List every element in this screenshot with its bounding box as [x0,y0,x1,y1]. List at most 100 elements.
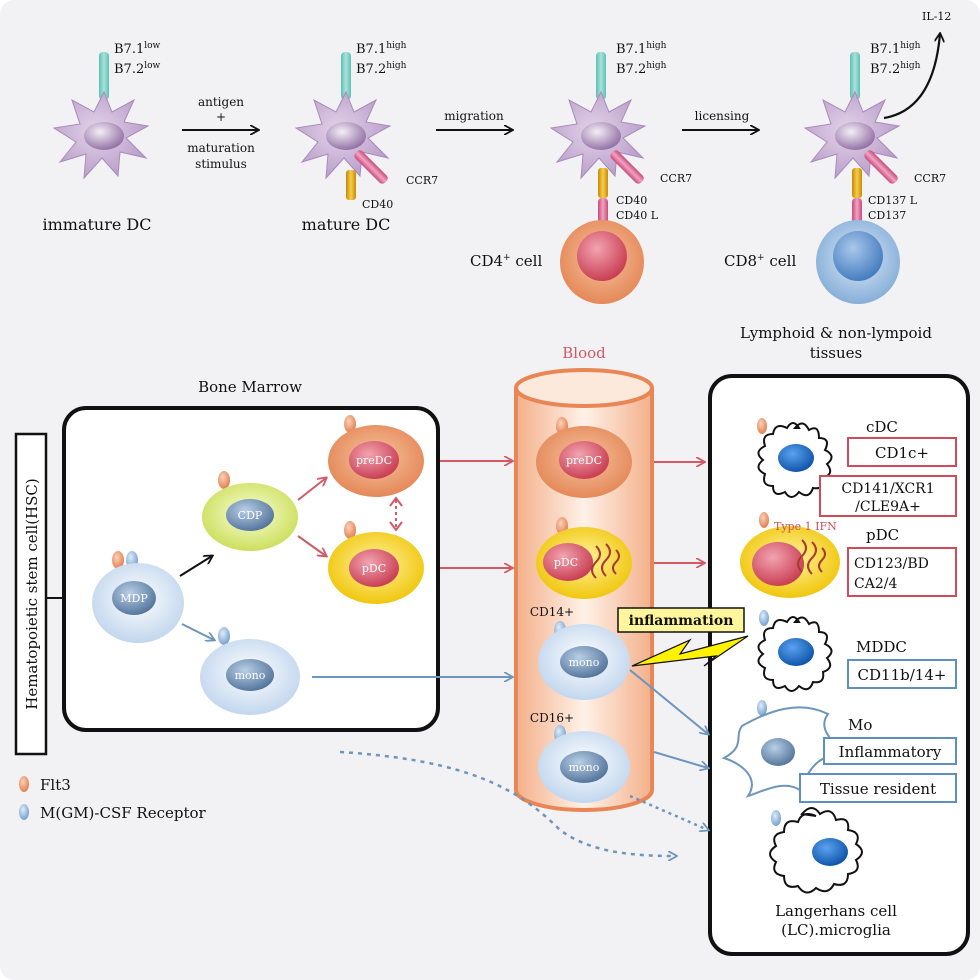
b7-receptor-icon [850,52,860,100]
arrow-maturation: antigen + maturation stimulus [182,95,258,171]
vessel-opening [514,368,654,408]
svg-text:CD8+ cell: CD8+ cell [724,252,796,270]
pdc-label: pDC [362,562,386,575]
cd137l-receptor-icon [852,168,862,198]
hsc-box: Hematopoietic stem cell(HSC) [14,432,48,756]
csf-receptor-icon [771,810,781,826]
ccr7-receptor-icon [610,150,644,184]
pdc-title: pDC [866,526,899,544]
csf-receptor-icon [759,610,769,626]
flt3-legend-icon [19,776,29,792]
cd11b-box [847,659,957,689]
predc-label: preDC [356,454,392,467]
cdp-label: CDP [238,509,263,522]
nucleus-icon [778,638,814,666]
nucleus-icon [543,543,593,581]
nucleus-icon [833,231,883,281]
nucleus-icon [812,838,848,866]
lightning-icon [631,635,749,667]
cd123-label: CD123/BD [854,556,929,572]
nucleus-icon [326,122,366,150]
cd1c-box [847,437,957,467]
cd141-label: /CLE9A+ [855,499,921,515]
il12-arrow-icon [883,34,940,120]
nucleus-icon [226,499,274,531]
cd137-label: CD137 [868,209,906,222]
nucleus-icon [778,444,814,472]
cd40l-label: CD40 L [616,209,659,222]
flt3-receptor-icon [344,415,356,433]
b71-label: B7.1 [870,42,900,57]
ccr7-receptor-icon [354,150,388,184]
arrow-label: stimulus [195,157,247,171]
hsc-frame [14,432,48,756]
mono-cell: mono [200,627,300,715]
tissue-mddc: MDDC CD11b/14+ [757,610,957,692]
arrow-icon [629,794,708,830]
ccr7-label: CCR7 [406,174,438,187]
cd123-label: CA2/4 [854,576,897,592]
blood-label: Blood [562,344,606,362]
svg-text:B7.1high: B7.1high [616,41,667,57]
b7-receptor-icon [99,52,109,100]
svg-text:B7.1high: B7.1high [356,41,407,57]
arrow-icon [297,478,326,501]
b72-label: B7.2 [114,62,144,77]
inflammation-callout: inflammation [617,607,749,667]
mature-dc: B7.1high B7.2high CCR7 CD40 mature DC [294,41,438,234]
nucleus-icon [752,542,804,586]
arrow-label: antigen [198,95,244,109]
blood-pdc-cell: pDC [536,517,632,599]
mdp-label: MDP [120,592,148,605]
il12-label: IL-12 [922,10,951,23]
lc-label: Langerhans cell [775,902,897,920]
stage-label: immature DC [42,215,151,234]
cdp-cell: CDP [202,471,298,551]
arrow-icon [629,669,708,734]
ccr7-label: CCR7 [914,172,946,185]
nucleus-icon [835,122,875,150]
nucleus-icon [349,549,399,587]
dc-cd4-stage: B7.1high B7.2high CCR7 CD40 CD40 L CD4+ … [470,41,692,304]
predc-cell: preDC [328,415,424,497]
nucleus-icon [226,659,274,691]
arrow-label: licensing [695,109,750,123]
nucleus-icon [581,122,621,150]
tissue-macrophage: Mo Inflammatory Tissue resident [721,700,957,803]
tissues-label-line2: tissues [810,344,862,362]
mono-label: mono [569,761,600,774]
flt3-receptor-icon [344,521,356,539]
flt3-receptor-icon [218,471,230,489]
csf-receptor-icon [218,627,230,645]
tissue-langerhans: Langerhans cell (LC).microglia [769,807,897,939]
b71-label: B7.1 [356,42,386,57]
svg-text:B7.2low: B7.2low [114,61,161,77]
csf-receptor-icon [757,700,767,716]
cd40-label: CD40 [362,198,393,211]
inflammatory-box [823,737,957,765]
predc-label: preDC [566,454,602,467]
cd40-label: CD40 [616,194,647,207]
tissues-label-line1: Lymphoid & non-lympoid [740,324,932,342]
tissue-resident-label: Tissue resident [820,780,936,798]
lc-label: (LC).microglia [781,921,891,939]
stage-label: mature DC [302,215,391,234]
tissues-box [708,374,970,956]
blood-predc-cell: preDC [536,417,632,498]
tissue-cdc: cDC CD1c+ CD141/XCR1 /CLE9A+ [757,418,957,517]
arrow-icon [653,751,708,768]
cd14-label: CD14+ [530,605,574,619]
pdc-cell: pDC [328,521,424,604]
b72-label: B7.2 [616,62,646,77]
cd40l-receptor-icon [598,198,608,224]
b7-receptor-icon [341,52,351,100]
csf-legend-icon [19,804,29,820]
pdc-label: pDC [554,556,578,569]
immature-dc: B7.1low B7.2low immature DC [42,41,160,234]
b71-label: B7.1 [114,42,144,57]
blood-cd16-mono-cell: CD16+ mono [530,711,630,803]
lc-origin-arrow-icon [339,750,676,856]
arrow-icon [179,556,212,577]
tissue-resident-box [799,773,957,803]
